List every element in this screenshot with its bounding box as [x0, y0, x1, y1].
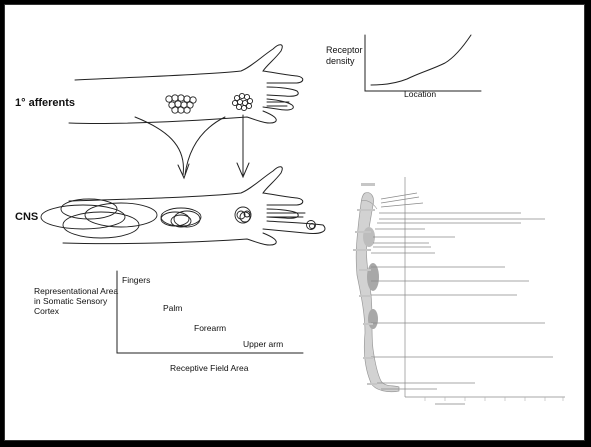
projection-arrows: [135, 115, 249, 178]
receptive-field-area-axis-label: Receptive Field Area: [170, 363, 248, 373]
upper-arm-outline: [69, 45, 303, 124]
density-curve: [371, 35, 471, 85]
diagram-drawing: [5, 5, 585, 441]
category-palm: Palm: [163, 303, 182, 313]
location-axis-label: Location: [404, 89, 436, 99]
homunculus-figure: [353, 177, 565, 405]
category-forearm: Forearm: [194, 323, 226, 333]
cns-label: CNS: [15, 211, 38, 223]
category-fingers: Fingers: [122, 275, 150, 285]
slide-canvas: 1° afferents CNS Receptor density Locati…: [4, 4, 585, 441]
finger-receptor-cluster: [232, 93, 252, 110]
palm-receptor-cluster: [166, 95, 196, 113]
afferents-label: 1° afferents: [15, 97, 75, 109]
receptor-density-axis-label: Receptor density: [326, 45, 386, 67]
category-upper-arm: Upper arm: [243, 339, 283, 349]
representational-area-axis-label: Representational Area in Somatic Sensory…: [34, 286, 120, 316]
